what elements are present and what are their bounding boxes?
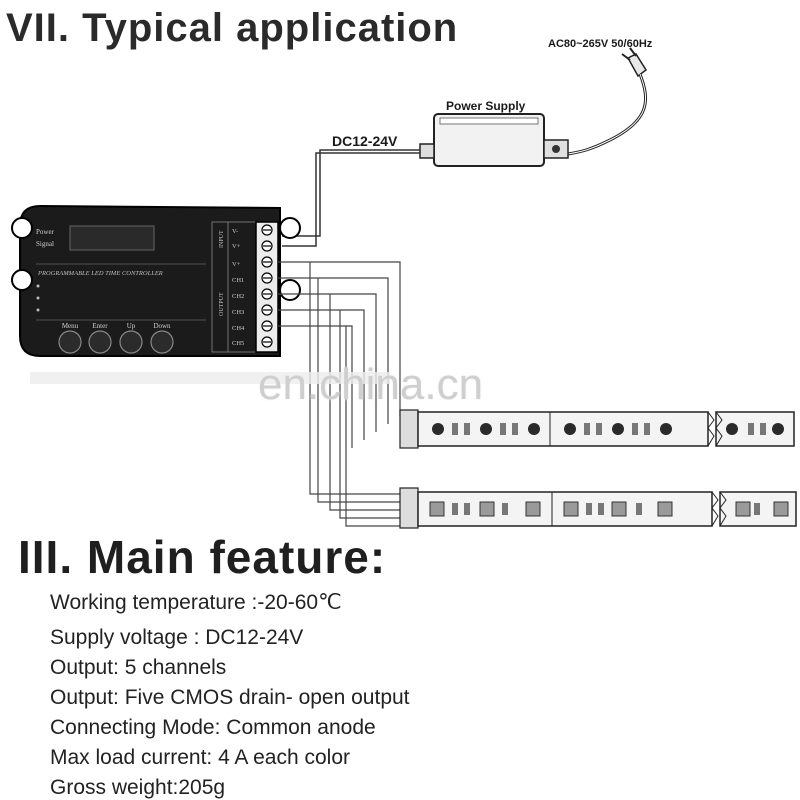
- output-wires: [278, 261, 401, 527]
- led-time-controller: Power Signal PROGRAMMABLE LED TIME CONTR…: [11, 204, 301, 357]
- feature-output-channels: Output: 5 channels: [50, 656, 227, 679]
- button-down-label: Down: [153, 322, 171, 330]
- indicator-power-label: Power: [36, 228, 55, 236]
- power-supply-icon: [419, 113, 569, 167]
- power-supply-label: Power Supply: [446, 99, 526, 113]
- blur-bar: [30, 372, 390, 384]
- terminal-block: [255, 221, 279, 353]
- ac-plug-icon: [567, 47, 648, 156]
- output-label: OUTPUT: [219, 292, 225, 316]
- terminal-label-input-v-plus: V+: [232, 243, 241, 250]
- button-up-label: Up: [127, 322, 136, 330]
- led-strip-top: [399, 409, 795, 449]
- button-menu-label: Menu: [62, 322, 79, 330]
- terminal-label-ch5: CH5: [232, 340, 244, 347]
- dc-cable: [282, 149, 420, 247]
- controller-panel-title: PROGRAMMABLE LED TIME CONTROLLER: [37, 270, 163, 277]
- section-title-typical-application: VII. Typical application: [6, 6, 459, 50]
- section-title-main-feature: III. Main feature:: [18, 531, 387, 583]
- terminal-label-input-v-minus: V-: [232, 228, 238, 235]
- button-enter-label: Enter: [92, 322, 108, 330]
- terminal-label-ch2: CH2: [232, 293, 244, 300]
- controller-buttons: Menu Enter Up Down: [58, 322, 174, 354]
- feature-supply-voltage: Supply voltage : DC12-24V: [50, 626, 304, 649]
- wiring-diagram: Power Signal PROGRAMMABLE LED TIME CONTR…: [11, 47, 797, 529]
- led-strip-bottom: [399, 487, 797, 529]
- dc-voltage-label: DC12-24V: [332, 133, 398, 149]
- feature-max-load-current: Max load current: 4 A each color: [50, 746, 350, 769]
- indicator-signal-label: Signal: [36, 240, 54, 248]
- terminal-label-ch1: CH1: [232, 277, 244, 284]
- feature-connecting-mode: Connecting Mode: Common anode: [50, 716, 376, 739]
- input-label: INPUT: [219, 230, 225, 248]
- terminal-label-output-v-plus: V+: [232, 261, 241, 268]
- feature-working-temperature: Working temperature :-20-60℃: [50, 591, 342, 614]
- ac-input-label: AC80~265V 50/60Hz: [548, 38, 653, 50]
- watermark: en.china.cn: [258, 360, 484, 409]
- terminal-label-ch4: CH4: [232, 325, 245, 332]
- feature-output-type: Output: Five CMOS drain- open output: [50, 686, 410, 709]
- feature-gross-weight: Gross weight:205g: [50, 776, 226, 799]
- terminal-label-ch3: CH3: [232, 309, 244, 316]
